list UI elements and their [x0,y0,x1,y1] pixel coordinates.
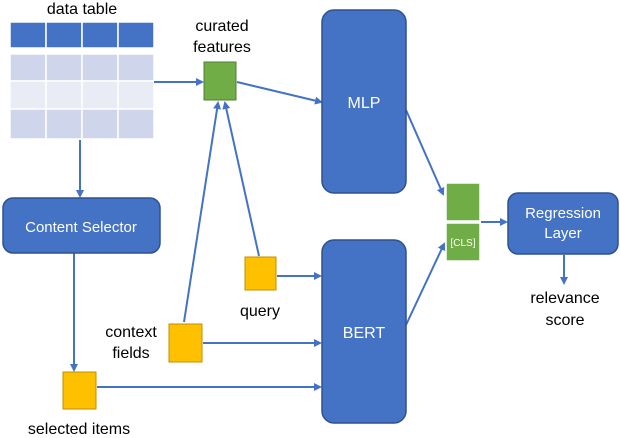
cls-label: [CLS] [450,238,475,249]
context-fields-node [168,323,203,363]
relevance-score-label-line2: score [545,312,584,329]
regression-label-line2: Layer [544,225,582,242]
relevance-score-label-line1: relevance [530,290,599,307]
curated-features-label-line2: features [193,39,251,56]
regression-label-line1: Regression [525,205,601,222]
arrow-features-to-mlp [236,81,323,105]
bert-box [321,239,407,424]
data-table-label: data table [47,1,117,18]
mlp-output-vector [445,182,481,222]
context-fields-label-line1: context [105,324,157,341]
query-node [244,256,277,291]
query-label: query [240,303,280,320]
bert-label: BERT [343,325,386,342]
cls-vector [445,222,481,262]
selected-items-label: selected items [28,421,130,438]
arrow-context-to-features [183,101,222,323]
mlp-label: MLP [348,95,381,112]
content-selector-label: Content Selector [25,219,137,236]
arrow-query-to-features [222,101,260,257]
data-table-icon [9,21,155,140]
mlp-box [321,9,407,194]
arrow-bert-to-vector [405,242,446,326]
curated-features-node [203,61,237,101]
curated-features-label-line1: curated [195,18,248,35]
connectors [70,78,568,391]
regression-layer-box [507,192,619,255]
context-fields-label-line2: fields [112,345,149,362]
content-selector-box [2,197,161,254]
arrow-mlp-to-vector [405,109,445,196]
selected-items-node [62,371,97,410]
